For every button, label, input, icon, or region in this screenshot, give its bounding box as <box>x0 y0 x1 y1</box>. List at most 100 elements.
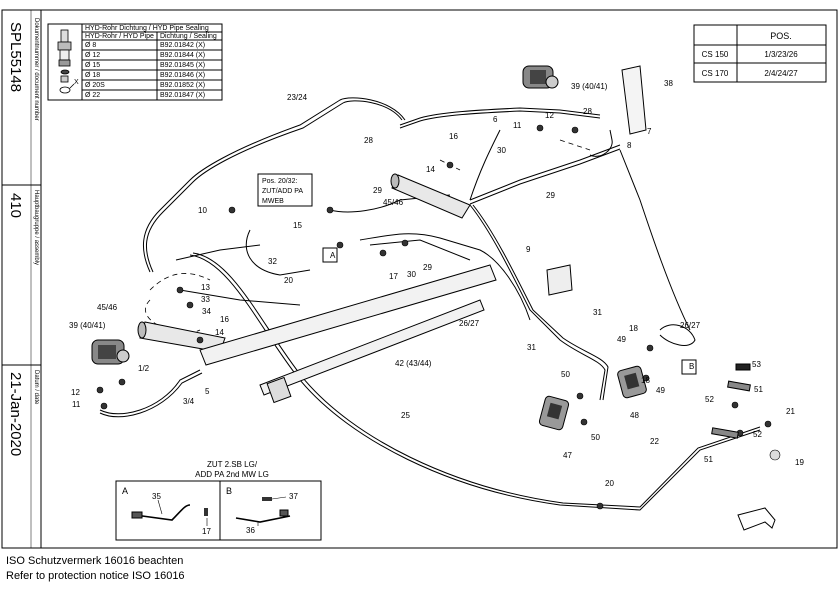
inset-label-b: B <box>226 486 232 496</box>
ref-box-a <box>322 247 338 263</box>
seal-row-seal: B92.01846 (X) <box>160 72 205 79</box>
protection-notice-de: ISO Schutzvermerk 16016 beachten <box>6 555 184 567</box>
part-callout: 49 <box>656 386 665 395</box>
fittings <box>96 124 781 510</box>
part-callout: 52 <box>753 430 762 439</box>
part-callout: 18 <box>641 376 650 385</box>
part-callout: 21 <box>786 407 795 416</box>
fitting-icon <box>57 29 75 94</box>
part-callout: 26/27 <box>680 321 701 330</box>
part-callout: 11 <box>72 400 81 409</box>
seal-x-label: X <box>74 79 79 86</box>
seal-row-pipe: Ø 18 <box>85 72 100 79</box>
bracket-38 <box>621 65 647 135</box>
part-callout: A <box>330 251 336 260</box>
hydraulic-motor-lower <box>91 339 130 365</box>
part-callout: 12 <box>71 388 80 397</box>
part-callout: 25 <box>401 411 410 420</box>
part-callout: 28 <box>364 136 373 145</box>
part-callout: 14 <box>426 165 435 174</box>
part-callout: 51 <box>754 385 763 394</box>
part-callout: 9 <box>526 245 531 254</box>
inset-part-37: 37 <box>289 492 298 501</box>
seal-row-seal: B92.01847 (X) <box>160 92 205 99</box>
part-callout: 34 <box>202 307 211 316</box>
seal-row-seal: B92.01842 (X) <box>160 42 205 49</box>
assembly-number: 410 <box>7 193 24 219</box>
seal-row-pipe: Ø 12 <box>85 52 100 59</box>
svg-text:ZUT/ADD PA: ZUT/ADD PA <box>262 188 303 195</box>
part-callout: 51 <box>704 455 713 464</box>
part-callout: 39 (40/41) <box>571 82 608 91</box>
valve-48 <box>617 365 647 399</box>
seal-row-pipe: Ø 8 <box>85 42 96 49</box>
inset-part-35: 35 <box>152 492 161 501</box>
valve-47 <box>538 395 570 431</box>
inset-extra-hoses: ZUT 2.SB LG/ ADD PA 2nd MW LG A B 35 17 … <box>115 460 322 541</box>
seal-row-pipe: Ø 20S <box>85 82 105 89</box>
part-callout: 45/46 <box>97 303 118 312</box>
part-callout: 52 <box>705 395 714 404</box>
seal-table: HYD-Rohr Dichtung / HYD Pipe Sealing HYD… <box>47 23 223 101</box>
drawing-frame <box>1 9 838 549</box>
part-callout: 16 <box>220 315 229 324</box>
part-callout: 16 <box>449 132 458 141</box>
part-callout: 3/4 <box>183 397 195 406</box>
part-callout: 53 <box>752 360 761 369</box>
rails-51 <box>711 380 751 439</box>
part-callout: 13 <box>201 283 210 292</box>
date-label: Datum / date <box>33 370 39 405</box>
seal-row-pipe: Ø 22 <box>85 92 100 99</box>
part-callout: 20 <box>605 479 614 488</box>
pos-row-1-model: CS 150 <box>702 50 729 59</box>
pos-row-2-model: CS 170 <box>702 69 729 78</box>
part-callout: 23/24 <box>287 93 308 102</box>
part-callout: 29 <box>546 191 555 200</box>
main-cylinder <box>199 264 497 404</box>
part-callout: 10 <box>198 206 207 215</box>
hose-26-27-right <box>659 324 696 346</box>
part-callout: 29 <box>423 263 432 272</box>
part-callout: 31 <box>593 308 602 317</box>
seal-row-seal: B92.01845 (X) <box>160 62 205 69</box>
inset-part-36: 36 <box>246 526 255 535</box>
part-callout: 49 <box>617 335 626 344</box>
part-callout: 29 <box>373 186 382 195</box>
part-callout: 30 <box>497 146 506 155</box>
pos-row-1-value: 1/3/23/26 <box>764 50 798 59</box>
seal-table-col1: HYD-Rohr / HYD Pipe <box>85 33 154 40</box>
seal-row-pipe: Ø 15 <box>85 62 100 69</box>
seal-row-seal: B92.01852 (X) <box>160 82 205 89</box>
part-callout: 5 <box>205 387 210 396</box>
pos-header: POS. <box>770 31 792 41</box>
part-callout: 48 <box>630 411 639 420</box>
part-callout: 28 <box>583 107 592 116</box>
hydraulic-pipes <box>99 97 761 511</box>
pos-row-2-value: 2/4/24/27 <box>764 69 798 78</box>
part-callout: 50 <box>591 433 600 442</box>
part-callout: 38 <box>664 79 673 88</box>
part-callout: B <box>689 362 694 371</box>
ref-box-b <box>681 359 697 375</box>
part-callout: 14 <box>215 328 224 337</box>
part-callout: 12 <box>545 111 554 120</box>
part-callout: 50 <box>561 370 570 379</box>
part-callout: 11 <box>513 121 522 130</box>
svg-text:Pos. 20/32:: Pos. 20/32: <box>262 178 297 185</box>
inset-label-a: A <box>122 486 128 496</box>
part-callout: 31 <box>527 343 536 352</box>
seal-table-title: HYD-Rohr Dichtung / HYD Pipe Sealing <box>85 25 209 32</box>
seal-table-col2: Dichtung / Sealing <box>160 33 217 40</box>
part-callout: 47 <box>563 451 572 460</box>
inset-title-1: ZUT 2.SB LG/ <box>207 460 258 469</box>
part-callout: 15 <box>293 221 302 230</box>
part-callout: 42 (43/44) <box>395 359 432 368</box>
doc-number-label: Dokumentnummer / document number <box>33 18 39 121</box>
part-callout: 32 <box>268 257 277 266</box>
part-callout: 33 <box>201 295 210 304</box>
inset-title-2: ADD PA 2nd MW LG <box>195 470 269 479</box>
inset-part-17: 17 <box>202 527 211 536</box>
part-callout: 7 <box>647 127 652 136</box>
